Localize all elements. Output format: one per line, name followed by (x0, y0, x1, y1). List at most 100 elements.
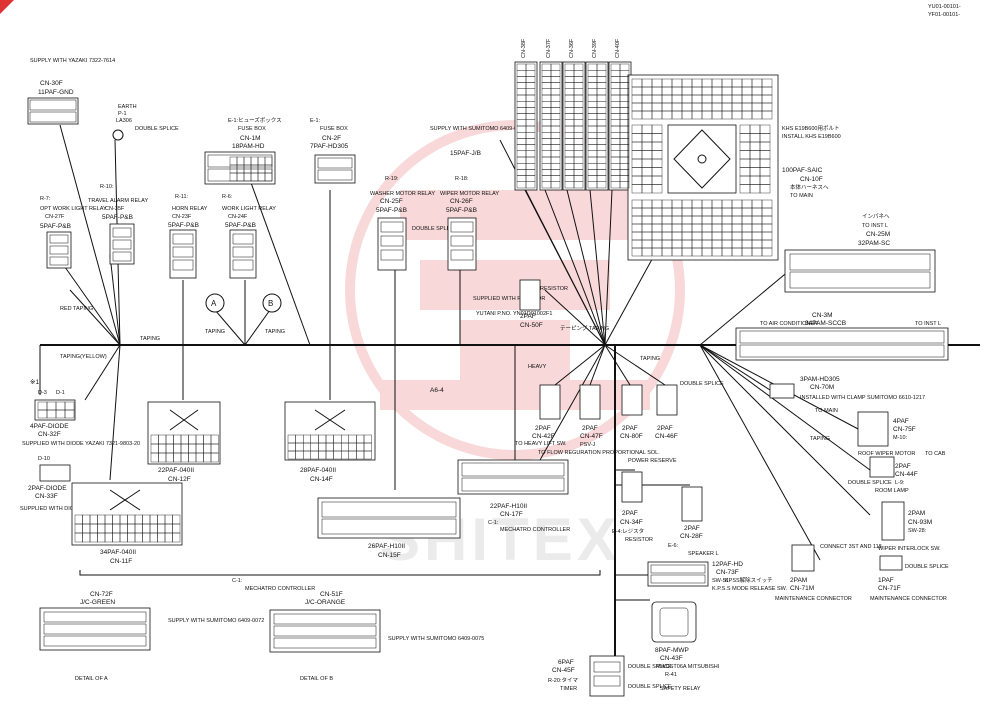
svg-text:TRAVEL ALARM RELAY: TRAVEL ALARM RELAY (88, 198, 148, 204)
cn40f-label: CN-40F (615, 38, 621, 58)
svg-text:CN-72F: CN-72F (90, 591, 113, 598)
svg-text:TO MAIN: TO MAIN (815, 408, 838, 414)
svg-text:CN-3M: CN-3M (812, 312, 833, 319)
connector-cn73f: 12PAF-HD CN-73F SW-51 KPSS解除スイッチ K.P.S.S… (647, 561, 788, 592)
mechatro-controller-label: C-1: MECHATRO CONTROLLER (232, 578, 315, 592)
svg-text:2PAF-DIODE: 2PAF-DIODE (28, 485, 67, 492)
svg-text:CN-71M: CN-71M (790, 585, 814, 592)
svg-text:34PAF-040II: 34PAF-040II (100, 549, 136, 556)
connector-cn50f: SUPPLIED WITH RESISTOR RESISTOR YUTANI P… (473, 279, 568, 329)
svg-text:J/C-ORANGE: J/C-ORANGE (305, 599, 346, 606)
svg-text:2PAF: 2PAF (622, 510, 638, 517)
connector-cn25m: インパネへ TO INST L CN-25M 32PAM-SC (784, 213, 936, 293)
svg-text:DOUBLE SPLICE: DOUBLE SPLICE (628, 684, 672, 690)
connector-cn32f: ※1 D-3 D-1 4PAF-DIODE CN-32F SUPPLIED WI… (22, 379, 140, 447)
detail-marker-a: A (205, 293, 225, 313)
taping-label-2: TAPING (205, 329, 225, 335)
svg-text:OPT WORK LIGHT RELAY: OPT WORK LIGHT RELAY (40, 206, 107, 212)
connector-cn16f: SUPPLY WITH SUMITOMO 6409-6509 15PAF-J/B (430, 126, 526, 157)
svg-text:4PAF: 4PAF (893, 418, 909, 425)
connector-pin (550, 181, 561, 189)
svg-text:CN-2F: CN-2F (322, 135, 341, 142)
svg-text:MWDST06A MITSUBISHI: MWDST06A MITSUBISHI (656, 664, 720, 670)
detail-b-jc-orange: CN-51F J/C-ORANGE SUPPLY WITH SUMITOMO 6… (269, 591, 484, 682)
svg-text:CN-32F: CN-32F (38, 431, 61, 438)
connector-cn43f: 8PAF-MWP CN-43F MWDST06A MITSUBISHI R-41… (651, 601, 720, 692)
svg-text:5PAF-P&B: 5PAF-P&B (102, 214, 133, 221)
svg-text:※1: ※1 (30, 379, 39, 386)
svg-text:2PAF: 2PAF (520, 313, 536, 320)
svg-text:2PAF: 2PAF (895, 463, 911, 470)
svg-text:YUTANI P.NO. YN01D01002F1: YUTANI P.NO. YN01D01002F1 (476, 311, 552, 317)
svg-text:22PAF-040II: 22PAF-040II (158, 467, 194, 474)
svg-text:CN-28F: CN-28F (680, 533, 703, 540)
svg-text:R-18:: R-18: (455, 176, 469, 182)
connector-cn34f: POWER RESERVE 2PAF CN-34F E-4:レジスタ RESIS… (612, 458, 677, 543)
svg-text:TO MAIN: TO MAIN (790, 193, 813, 199)
svg-text:28PAF-040II: 28PAF-040II (300, 467, 336, 474)
svg-text:E-1:: E-1: (310, 118, 321, 124)
svg-text:CN-93M: CN-93M (908, 519, 932, 526)
svg-text:100PAF-SAIC: 100PAF-SAIC (782, 167, 823, 174)
connector-cn44f: 2PAF CN-44F L-9: DOUBLE SPLICE ROOM LAMP (848, 456, 918, 494)
svg-text:DOUBLE SPLICE: DOUBLE SPLICE (905, 564, 949, 570)
svg-text:C-1:: C-1: (488, 520, 499, 526)
svg-text:ROOF WIPER MOTOR: ROOF WIPER MOTOR (858, 451, 915, 457)
svg-text:8PAF-MWP: 8PAF-MWP (655, 647, 689, 654)
connector-pin (619, 181, 630, 189)
connector-pin (64, 409, 75, 419)
svg-text:KPSS解除スイッチ: KPSS解除スイッチ (725, 576, 773, 584)
svg-text:5PAF-P&B: 5PAF-P&B (225, 222, 256, 229)
svg-text:CN-47F: CN-47F (580, 433, 603, 440)
connector-pin (264, 172, 273, 182)
svg-text:R-11:: R-11: (175, 194, 189, 200)
connector-pin (210, 452, 219, 463)
taping-label-3: TAPING (265, 329, 285, 335)
red-taping-label: RED TAPING (60, 306, 93, 312)
a6-4-label: A6-4 (430, 387, 444, 394)
svg-text:CN-25M: CN-25M (866, 231, 890, 238)
svg-text:DETAIL OF B: DETAIL OF B (300, 676, 333, 682)
svg-text:CN-44F: CN-44F (895, 471, 918, 478)
svg-text:CN-35F: CN-35F (105, 206, 125, 212)
cn38f-label: CN-38F (521, 38, 527, 58)
svg-text:SAFETY RELAY: SAFETY RELAY (660, 686, 701, 692)
svg-text:TO CAB: TO CAB (925, 451, 946, 457)
svg-text:SW-51: SW-51 (712, 578, 729, 584)
svg-text:CN-26F: CN-26F (450, 198, 473, 205)
svg-text:WIPER INTERLOCK SW.: WIPER INTERLOCK SW. (878, 546, 941, 552)
svg-text:MAINTENANCE CONNECTOR: MAINTENANCE CONNECTOR (870, 596, 947, 602)
cn36f-label: CN-36F (569, 38, 575, 58)
svg-text:B: B (268, 299, 273, 308)
svg-text:EARTH: EARTH (118, 104, 137, 110)
connector-pin (525, 181, 536, 189)
connector-cn15f: 26PAF-H10II CN-15F (317, 497, 461, 559)
svg-text:SUPPLY WITH SUMITOMO 6409-6509: SUPPLY WITH SUMITOMO 6409-6509 (430, 126, 526, 132)
svg-text:DOUBLE SPLICE: DOUBLE SPLICE (628, 664, 672, 670)
svg-text:2PAF: 2PAF (535, 425, 551, 432)
connector-cn47f: 2PAF CN-47F PSV-J (579, 384, 603, 448)
cn39f-label: CN-39F (592, 38, 598, 58)
svg-text:CN-33F: CN-33F (35, 493, 58, 500)
svg-text:RESISTOR: RESISTOR (625, 537, 653, 543)
svg-text:6PAF: 6PAF (558, 659, 574, 666)
svg-text:A: A (211, 299, 217, 308)
connector-cn2f: E-1: FUSE BOX CN-2F 7PAF-HD305 (310, 118, 356, 184)
svg-text:CN-80F: CN-80F (620, 433, 643, 440)
svg-text:CN-1M: CN-1M (240, 135, 261, 142)
svg-text:L-9:: L-9: (895, 480, 905, 486)
svg-text:J/C-GREEN: J/C-GREEN (80, 599, 115, 606)
connector-cn11f: 34PAF-040II CN-11F (71, 482, 183, 565)
svg-text:INSTALLED WITH CLAMP SUMITOMO: INSTALLED WITH CLAMP SUMITOMO 6610-1217 (800, 395, 925, 401)
connector-cn17f: TO HEAVY LIFT SW. TO FLOW REGURATION PRO… (457, 441, 660, 533)
svg-text:MAINTENANCE CONNECTOR: MAINTENANCE CONNECTOR (775, 596, 852, 602)
taping-right-label: TAPING (640, 356, 660, 362)
svg-text:R-10:: R-10: (100, 184, 114, 190)
svg-text:CN-46F: CN-46F (655, 433, 678, 440)
svg-text:DOUBLE SPLICE: DOUBLE SPLICE (848, 480, 892, 486)
connector-pin (761, 247, 773, 257)
svg-text:R-6:: R-6: (222, 194, 233, 200)
connector-cn12f: 22PAF-040II CN-12F (147, 401, 221, 483)
connector-pin (759, 184, 771, 194)
